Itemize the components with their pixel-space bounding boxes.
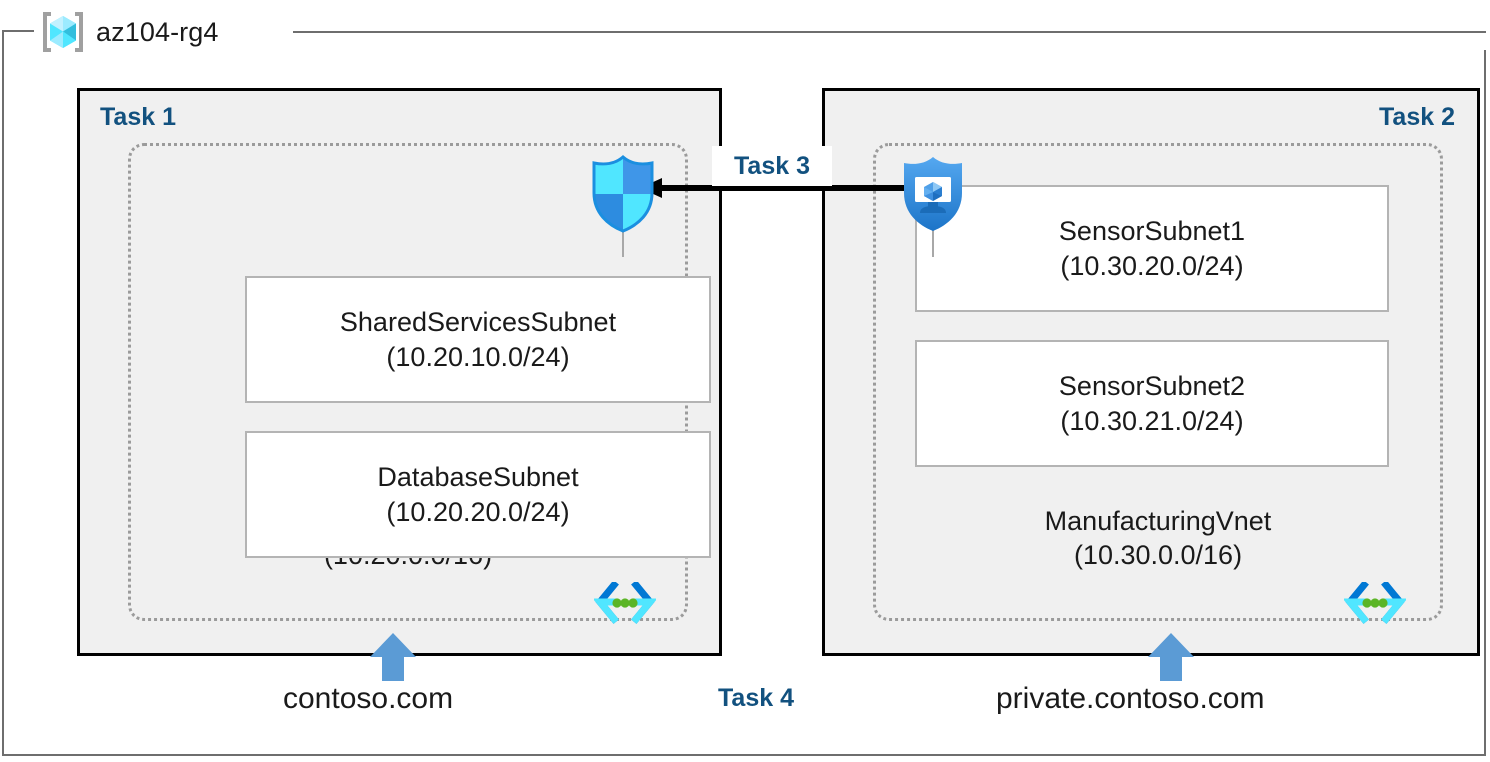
subnet-sensor1-name: SensorSubnet1	[1058, 216, 1246, 247]
vm-shield-stem	[932, 215, 934, 257]
subnet-sharedservices-name: SharedServicesSubnet	[339, 307, 617, 338]
subnet-sharedservices-cidr: (10.20.10.0/24)	[386, 341, 570, 372]
vnet-manufacturing-cidr: (10.30.0.0/16)	[1073, 540, 1243, 571]
vnet-manufacturing-name: ManufacturingVnet	[1044, 506, 1272, 536]
azure-resource-group-icon	[40, 9, 86, 55]
subnet-sensor2-name: SensorSubnet2	[1058, 371, 1246, 402]
dns-zone-contoso: contoso.com	[283, 682, 454, 715]
protected-virtual-machine-shield-icon	[898, 155, 968, 233]
resource-group-header-rule	[293, 31, 1486, 33]
virtual-network-icon	[592, 580, 658, 628]
subnet-sensor2-cidr: (10.30.21.0/24)	[1060, 405, 1244, 436]
virtual-network-icon	[1342, 580, 1408, 628]
network-security-group-shield-icon	[588, 155, 658, 233]
subnet-sharedservices: SharedServicesSubnet (10.20.10.0/24)	[245, 276, 711, 403]
dns-zone-private-contoso: private.contoso.com	[996, 682, 1265, 715]
task1-panel: Task 1 CoreServicesVnet (10.20.0.0/16) S…	[77, 88, 722, 656]
subnet-database: DatabaseSubnet (10.20.20.0/24)	[245, 431, 711, 558]
resource-group-name: az104-rg4	[96, 16, 219, 47]
up-arrow-icon	[370, 633, 416, 681]
task1-label: Task 1	[100, 103, 176, 131]
task2-label: Task 2	[1379, 103, 1455, 131]
vnet-manufacturing-caption: ManufacturingVnet (10.30.0.0/16)	[876, 504, 1440, 572]
subnet-database-cidr: (10.20.20.0/24)	[386, 496, 570, 527]
subnet-sensor1-cidr: (10.30.20.0/24)	[1060, 250, 1244, 281]
resource-group-header: az104-rg4	[40, 6, 218, 58]
task4-label: Task 4	[718, 684, 794, 712]
task3-label: Task 3	[734, 151, 810, 180]
task3-connection-line	[660, 185, 918, 191]
vnet-manufacturing: ManufacturingVnet (10.30.0.0/16)	[873, 143, 1443, 621]
nsg-stem	[622, 215, 624, 257]
subnet-database-name: DatabaseSubnet	[377, 462, 579, 493]
subnet-sensor1: SensorSubnet1 (10.30.20.0/24)	[915, 185, 1389, 312]
up-arrow-icon	[1148, 633, 1194, 681]
subnet-sensor2: SensorSubnet2 (10.30.21.0/24)	[915, 340, 1389, 467]
task3-label-backdrop: Task 3	[712, 146, 832, 186]
